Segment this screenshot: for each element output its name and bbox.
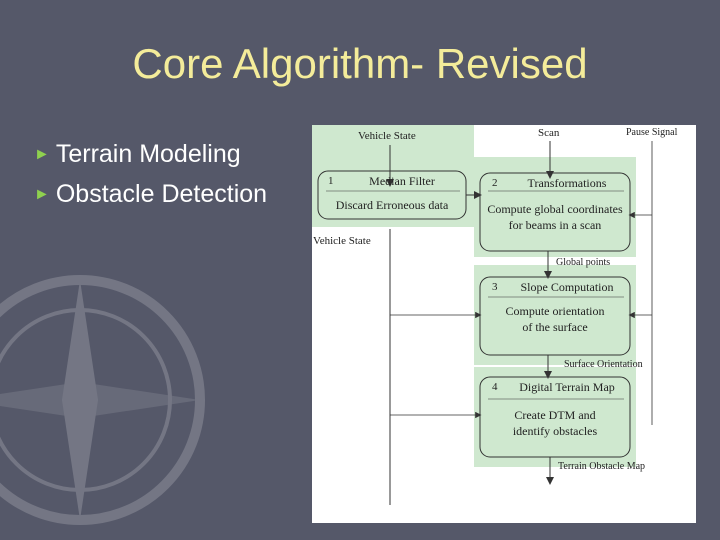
- triangle-bullet-icon: ►: [34, 186, 50, 203]
- block-4-body-line2: identify obstacles: [512, 424, 598, 438]
- compass-watermark-icon: [0, 275, 205, 525]
- terrain-obstacle-map-label: Terrain Obstacle Map: [558, 461, 646, 472]
- bullet-item: ► Obstacle Detection: [34, 176, 267, 216]
- algorithm-flow-diagram: Vehicle State Scan Pause Signal 1 Median…: [312, 125, 696, 523]
- bullet-list: ► Terrain Modeling ► Obstacle Detection: [34, 136, 267, 216]
- block-3-number: 3: [492, 281, 498, 293]
- slope-panel: [474, 265, 636, 365]
- block-2-title: Transformations: [527, 176, 607, 190]
- triangle-bullet-icon: ►: [34, 146, 50, 163]
- slide-title: Core Algorithm- Revised: [132, 40, 588, 87]
- pause-signal-label: Pause Signal: [626, 127, 678, 138]
- block-1-title: Median Filter: [369, 174, 435, 188]
- block-3-body-line1: Compute orientation: [505, 304, 605, 318]
- block-3-title: Slope Computation: [520, 280, 614, 294]
- block-2-body-line1: Compute global coordinates: [487, 202, 623, 216]
- vehicle-state-side-label: Vehicle State: [313, 235, 371, 247]
- median-filter-panel: [312, 125, 474, 227]
- block-2-number: 2: [492, 177, 498, 189]
- block-4-body-line1: Create DTM and: [514, 408, 596, 422]
- bullet-text: Terrain Modeling: [55, 140, 241, 168]
- block-1-body: Discard Erroneous data: [335, 198, 449, 212]
- surface-orientation-label: Surface Orientation: [564, 359, 643, 370]
- block-4-number: 4: [492, 381, 498, 393]
- dtm-panel: [474, 367, 636, 467]
- transformations-panel: [474, 157, 636, 257]
- vehicle-state-label: Vehicle State: [358, 130, 416, 142]
- bullet-item: ► Terrain Modeling: [34, 136, 267, 176]
- global-points-label: Global points: [556, 257, 611, 268]
- bullet-text: Obstacle Detection: [55, 180, 268, 208]
- block-4-title: Digital Terrain Map: [519, 380, 615, 394]
- scan-label: Scan: [538, 127, 560, 139]
- block-1-number: 1: [328, 175, 334, 187]
- diagram-graphics: [312, 125, 653, 505]
- block-2-body-line2: for beams in a scan: [508, 218, 602, 232]
- block-3-body-line2: of the surface: [522, 320, 588, 334]
